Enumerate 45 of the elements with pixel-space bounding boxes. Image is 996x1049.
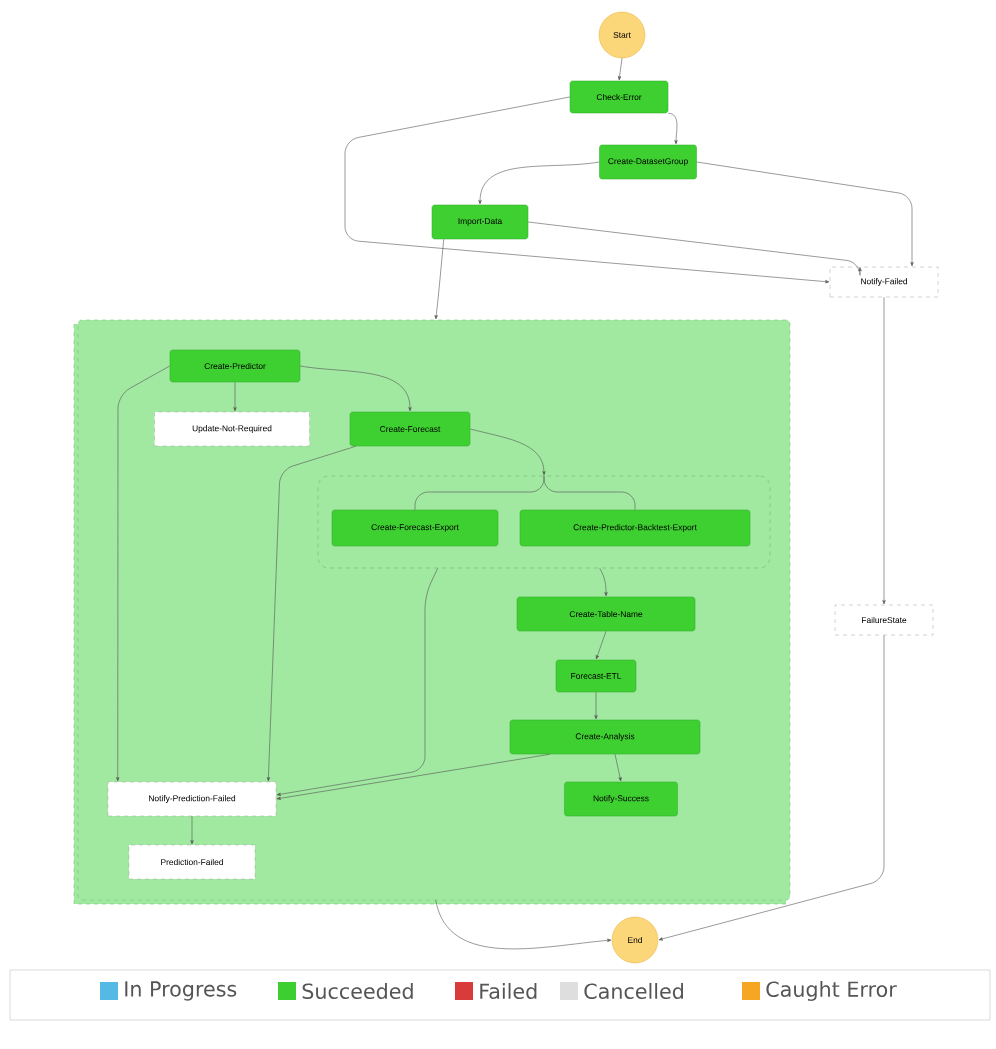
state-box: Check-Error — [569, 80, 669, 114]
legend-label: Caught Error — [766, 981, 897, 1001]
legend-label: Cancelled — [584, 983, 683, 999]
state-box: Create-Predictor — [169, 349, 301, 383]
state-box: Create-Predictor-Backtest-Export — [519, 509, 751, 547]
arrow — [116, 365, 171, 782]
legend-label: Succeeded — [302, 983, 413, 999]
arrow — [276, 567, 439, 796]
arrow — [435, 899, 612, 950]
arrow — [667, 112, 678, 145]
legend-label: Failed — [480, 983, 537, 999]
arrow — [882, 296, 886, 605]
arrow — [190, 815, 194, 845]
state-box: Create-Table-Name — [516, 596, 696, 632]
arrow — [434, 238, 445, 320]
state-box: Prediction-Failed — [128, 844, 256, 880]
state-box: Notify-Failed — [829, 266, 939, 298]
arrow — [233, 381, 237, 412]
arrow — [599, 567, 608, 597]
arrow — [299, 365, 412, 412]
arrow — [266, 445, 357, 782]
arrow — [469, 428, 546, 476]
state-box: FailureState — [834, 604, 934, 636]
arrow — [658, 634, 885, 941]
state-box: Notify-Prediction-Failed — [107, 781, 277, 817]
arrow — [595, 631, 607, 660]
state-box: Update-Not-Required — [154, 411, 310, 447]
state-box: Create-Forecast-Export — [331, 509, 499, 547]
arrow — [528, 221, 862, 276]
state-box: Import-Data — [431, 204, 529, 240]
connector — [543, 475, 636, 511]
state-box: Forecast-ETL — [555, 659, 637, 693]
arrow — [276, 754, 551, 800]
arrow — [617, 57, 623, 81]
parallel-region — [317, 475, 771, 569]
state-box: Create-DatasetGroup — [599, 144, 697, 180]
arrow — [696, 161, 914, 267]
arrow — [344, 96, 830, 284]
state-box: Notify-Success — [564, 781, 678, 817]
arrow — [614, 754, 622, 782]
legend-label: In Progress — [125, 981, 237, 1001]
state-box: Create-Analysis — [509, 719, 701, 755]
state-box: Create-Forecast — [349, 411, 471, 447]
arrow — [594, 691, 598, 720]
arrow — [478, 161, 600, 205]
